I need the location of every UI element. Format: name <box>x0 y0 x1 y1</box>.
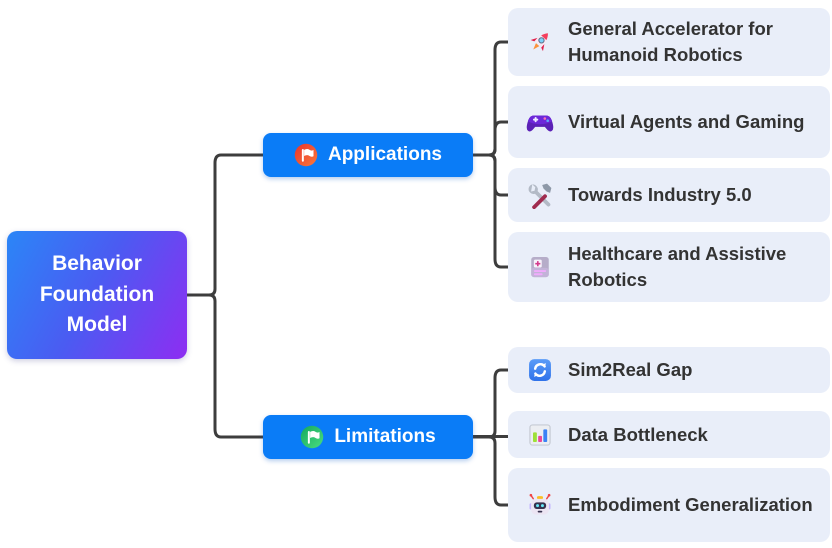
leaf-node-general-accelerator-for-humanoid-robotics[interactable]: General Accelerator for Humanoid Robotic… <box>508 8 830 76</box>
leaf-node-embodiment-generalization[interactable]: Embodiment Generalization <box>508 468 830 542</box>
edge-applications-leaf1 <box>471 40 510 157</box>
hospital-icon <box>526 253 554 281</box>
root-node-label: Behavior Foundation Model <box>39 252 155 337</box>
leaf-node-label: Towards Industry 5.0 <box>568 184 752 206</box>
leaf-node-towards-industry-5-0[interactable]: Towards Industry 5.0 <box>508 168 830 222</box>
leaf-node-data-bottleneck[interactable]: Data Bottleneck <box>508 411 830 458</box>
branch-node-limitations[interactable]: Limitations <box>263 415 473 459</box>
hammer-wrench-icon <box>526 181 554 209</box>
branch-node-label: Limitations <box>334 426 436 447</box>
flag-red-circle-icon <box>294 143 318 167</box>
edge-root-limitations <box>185 293 265 439</box>
robot-icon <box>526 491 554 519</box>
edge-root-applications <box>185 153 265 297</box>
leaf-node-label: Sim2Real Gap <box>568 359 693 381</box>
branch-node-applications[interactable]: Applications <box>263 133 473 177</box>
leaf-node-label: General Accelerator for Humanoid Robotic… <box>568 18 773 65</box>
leaf-node-sim2real-gap[interactable]: Sim2Real Gap <box>508 347 830 393</box>
edge-applications-leaf3 <box>471 153 510 197</box>
leaf-node-label: Virtual Agents and Gaming <box>568 111 805 133</box>
leaf-node-label: Healthcare and Assistive Robotics <box>568 243 787 290</box>
flag-green-circle-icon <box>300 425 324 449</box>
gamepad-icon <box>526 108 554 136</box>
sync-arrows-icon <box>526 356 554 384</box>
leaf-node-virtual-agents-and-gaming[interactable]: Virtual Agents and Gaming <box>508 86 830 158</box>
edge-applications-leaf2 <box>471 120 510 157</box>
edge-applications-leaf4 <box>471 153 510 269</box>
rocket-icon <box>526 28 554 56</box>
leaf-node-label: Data Bottleneck <box>568 423 708 445</box>
bar-chart-icon <box>526 421 554 449</box>
root-node-behavior-foundation-model[interactable]: Behavior Foundation Model <box>7 231 187 359</box>
edge-limitations-leaf1 <box>471 368 510 439</box>
branch-node-label: Applications <box>327 144 442 165</box>
leaf-node-label: Embodiment Generalization <box>568 494 813 516</box>
leaf-node-healthcare-and-assistive-robotics[interactable]: Healthcare and Assistive Robotics <box>508 232 830 302</box>
edge-limitations-leaf3 <box>471 435 510 507</box>
